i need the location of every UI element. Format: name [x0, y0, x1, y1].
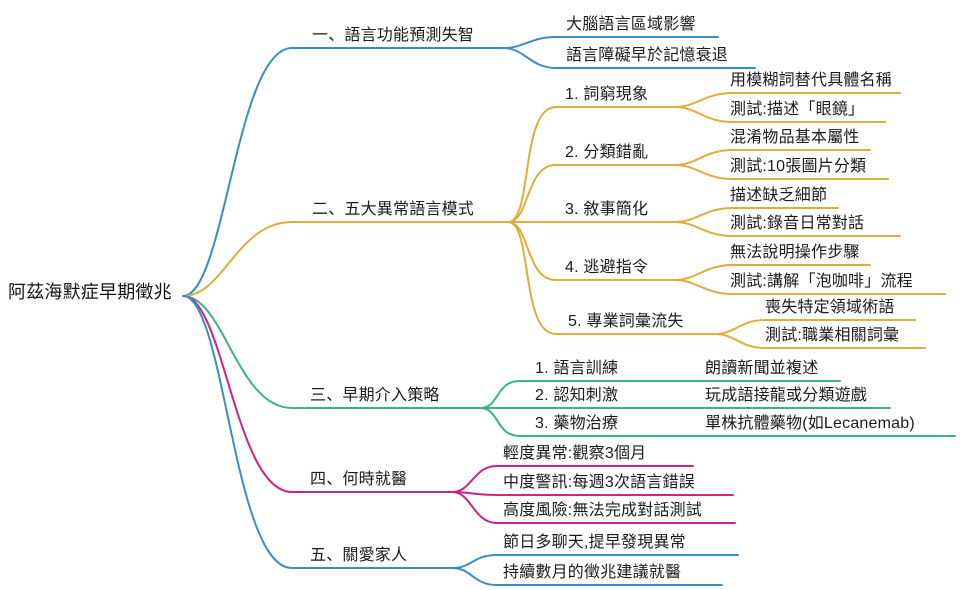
link-branch-2-sub-2	[507, 164, 676, 223]
node-branch-2-sub-3[interactable]: 3. 敘事簡化	[565, 201, 649, 218]
node-row-2-detail[interactable]: 玩成語接龍或分類遊戲	[705, 387, 868, 404]
link-sub-4-leaf-1	[674, 264, 871, 281]
link-sub-5-leaf-2	[714, 333, 926, 349]
link-root-branch-5	[182, 295, 453, 569]
link-sub-4-leaf-2	[674, 279, 946, 295]
node-branch-2-sub-2[interactable]: 2. 分類錯亂	[565, 144, 649, 161]
link-root-branch-3	[182, 295, 481, 409]
link-sub-3-leaf-2	[674, 221, 901, 237]
node-branch-3-row-1[interactable]: 1. 語言訓練	[535, 360, 619, 377]
node-branch-5[interactable]: 五、關愛家人	[310, 547, 408, 564]
node-sub-3-leaf-1[interactable]: 描述缺乏細節	[730, 187, 828, 204]
node-branch-3-row-2[interactable]: 2. 認知刺激	[535, 387, 619, 404]
node-row-1-detail[interactable]: 朗讀新聞並複述	[705, 360, 819, 377]
link-branch-2-sub-1	[507, 106, 676, 223]
link-branch-1-child-2	[502, 47, 756, 69]
node-root[interactable]: 阿茲海默症早期徵兆	[8, 282, 172, 302]
link-root-branch-1	[182, 47, 504, 297]
node-branch-4-child-1[interactable]: 輕度異常:觀察3個月	[503, 445, 647, 462]
link-branch-4-child-3	[451, 491, 736, 524]
node-branch-5-child-1[interactable]: 節日多聊天,提早發現異常	[503, 534, 686, 551]
node-branch-3-row-3[interactable]: 3. 藥物治療	[535, 415, 619, 432]
link-sub-2-leaf-2	[674, 164, 889, 180]
link-branch-5-child-2	[451, 567, 723, 586]
link-sub-2-leaf-1	[674, 149, 871, 166]
node-branch-2[interactable]: 二、五大異常語言模式	[312, 201, 475, 218]
node-sub-1-leaf-2[interactable]: 測試:描述「眼鏡」	[730, 101, 865, 118]
node-sub-4-leaf-2[interactable]: 測試:講解「泡咖啡」流程	[730, 273, 913, 290]
link-branch-4-child-1	[451, 465, 694, 493]
link-branch-3-row-3	[479, 407, 651, 437]
link-root-branch-2	[182, 221, 509, 297]
node-branch-1-child-2[interactable]: 語言障礙早於記憶衰退	[566, 47, 729, 64]
node-sub-1-leaf-1[interactable]: 用模糊詞替代具體名稱	[730, 72, 893, 89]
node-sub-4-leaf-1[interactable]: 無法說明操作步驟	[730, 244, 860, 261]
node-branch-2-sub-1[interactable]: 1. 詞窮現象	[565, 86, 649, 103]
node-branch-2-sub-4[interactable]: 4. 逃避指令	[565, 259, 649, 276]
node-branch-4[interactable]: 四、何時就醫	[310, 471, 408, 488]
node-sub-2-leaf-1[interactable]: 混淆物品基本屬性	[730, 129, 860, 146]
node-branch-1-child-1[interactable]: 大腦語言區域影響	[566, 16, 696, 33]
node-sub-2-leaf-2[interactable]: 測試:10張圖片分類	[730, 158, 867, 175]
node-sub-3-leaf-2[interactable]: 測試:錄音日常對話	[730, 215, 865, 232]
node-branch-3[interactable]: 三、早期介入策略	[310, 387, 440, 404]
node-branch-2-sub-5[interactable]: 5. 專業詞彙流失	[568, 313, 684, 330]
node-branch-4-child-3[interactable]: 高度風險:無法完成對話測試	[503, 502, 703, 519]
node-row-3-detail[interactable]: 單株抗體藥物(如Lecanemab)	[705, 415, 915, 432]
node-branch-4-child-2[interactable]: 中度警訊:每週3次語言錯誤	[503, 474, 695, 491]
node-branch-1[interactable]: 一、語言功能預測失智	[312, 27, 475, 44]
link-branch-2-sub-5	[507, 221, 716, 335]
link-sub-3-leaf-1	[674, 207, 839, 223]
node-sub-5-leaf-2[interactable]: 測試:職業相關詞彙	[765, 327, 900, 344]
node-branch-5-child-2[interactable]: 持續數月的徵兆建議就醫	[503, 564, 682, 581]
link-sub-1-leaf-2	[674, 106, 886, 123]
link-root-branch-4	[182, 295, 453, 493]
node-sub-5-leaf-1[interactable]: 喪失特定領域術語	[765, 299, 895, 316]
